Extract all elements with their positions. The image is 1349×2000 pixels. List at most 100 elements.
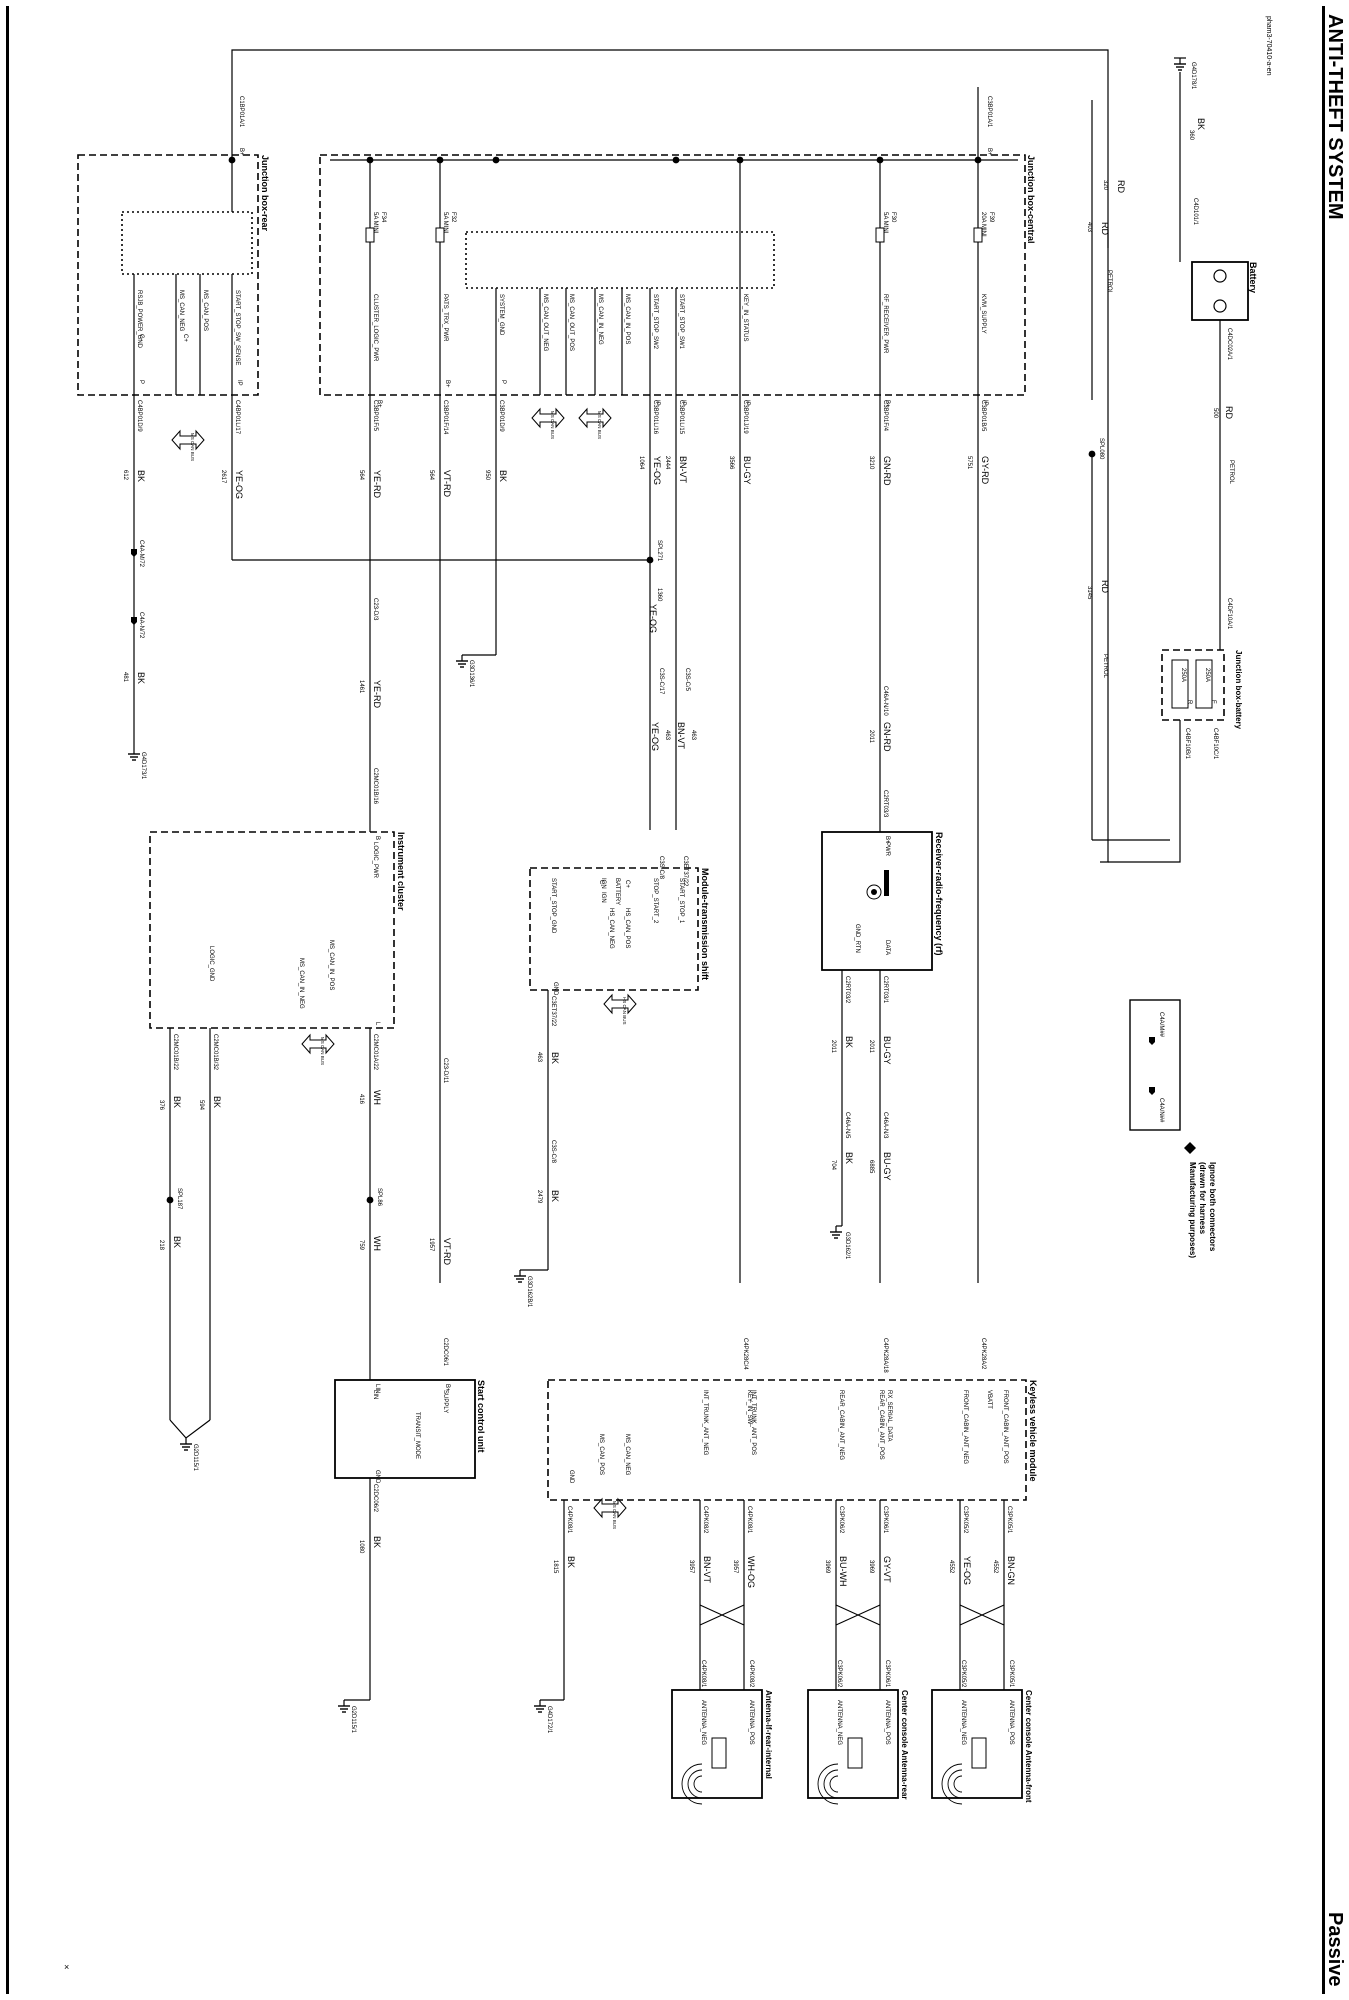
component-cluster-name: Instrument cluster [396, 832, 406, 911]
circuit-564-ye: 564 [358, 470, 364, 481]
ground-label-g4d172: G4D172/1 [546, 1706, 552, 1734]
conn-c3sc8: C3S-C/8 [550, 1140, 556, 1164]
jbc-out-circuit-2: 3566 [728, 456, 734, 470]
jbr-bplus-dot [228, 156, 236, 164]
receiver-antenna-dot [871, 889, 877, 895]
conn-c4bf10c: C4BF10C/1 [1212, 728, 1218, 760]
kvm-pin-2: VBATT [986, 1390, 992, 1409]
component-jbc-name: Junction box-central [1026, 155, 1036, 244]
can-arrow-jbc-in-label: MS CAN BUS [597, 411, 602, 439]
circuit-1815: 1815 [552, 1560, 558, 1574]
conn-c3bp01f5: C3BP01F/5 [372, 400, 378, 432]
conn-c3bp01f14: C3BP01F/14 [442, 400, 448, 435]
conn-c2rt033: C2RT03/3 [882, 790, 888, 818]
component-keyless-name: Keyless vehicle module [1028, 1380, 1038, 1482]
color-416: WH [372, 1090, 382, 1105]
pin-ip-keyin: IP [744, 400, 750, 406]
page-title: ANTI-THEFT SYSTEM [1324, 14, 1346, 220]
jbc-pin-label-0: KVM_SUPPLY [980, 294, 986, 334]
pin-ip-ss2: IP [654, 400, 660, 406]
circuit-594: 594 [198, 1100, 204, 1111]
ground-label-g3d162b: G3D162B/1 [526, 1276, 532, 1308]
antenna-conn-5: C4PK08/2 [702, 1506, 708, 1534]
conn-c3et3718: C3S-C/8 [658, 856, 664, 880]
startctrl-pin-lin: LIN [372, 1390, 378, 1399]
fuse-f39-id: F39 [988, 212, 994, 223]
antenna-color-0: BN-GN [1006, 1556, 1016, 1585]
pin-cplus-jbr: C+ [182, 334, 188, 342]
legend-text-left: C4A/M## [1158, 1012, 1164, 1038]
fuse-f34-rating: 5A MINI [372, 212, 378, 234]
antenna-circuit-3: 3969 [824, 1560, 830, 1574]
can-arrow-keyless-label: MS CAN BUS [612, 1501, 617, 1529]
circuit-2617: 2617 [220, 470, 226, 484]
pin-bplus-rf: B+ [884, 400, 890, 408]
circuit-759: 759 [358, 1240, 364, 1251]
color-6885: BU-GY [882, 1152, 892, 1181]
antenna-internal-wave-1 [687, 1769, 703, 1799]
fuse-f-id: F [1210, 700, 1216, 704]
right-border-bar [1322, 6, 1325, 1994]
wire-circuit-403: 403 [1086, 222, 1092, 233]
antenna-rear-wave-2 [817, 1763, 839, 1805]
jbc-bus-dot-0 [974, 156, 982, 164]
can-arrow-jbr-label: MS CAN BUS [190, 433, 195, 461]
startctrl-pin-transit: TRANSIT_MODE [414, 1412, 420, 1459]
antenna-color-1: YE-OG [962, 1556, 972, 1585]
jbc-out-color-4: YE-OG [652, 456, 662, 485]
component-jbr-name: Junction box-rear [260, 155, 270, 232]
antenna-front-wave-2 [941, 1763, 963, 1805]
jbc-out-circuit-1: 3210 [868, 456, 874, 470]
splice-label-spl271: SPL271 [656, 540, 662, 562]
circuit-564-vt: 564 [428, 470, 434, 481]
antenna-conn-2: C3PK06/1 [882, 1506, 888, 1534]
cluster-pin-mscaninpos: MS_CAN_IN_POS [328, 940, 334, 990]
antenna-rear-title: Center console Antenna-rear [900, 1690, 909, 1800]
jbc-out-color-1: GN-RD [882, 456, 892, 486]
component-receiver-name: Receiver-radio-frequency (rf) [934, 832, 944, 956]
jbc-out-color-2: BU-GY [742, 456, 752, 485]
footer-mark: × [64, 1962, 70, 1972]
antenna-internal-conn-1: C4PK08/2 [748, 1660, 754, 1688]
jbc-pin-label-2: KEY_IN_STATUS [742, 294, 748, 341]
color-463-yeog: YE-OG [650, 722, 660, 751]
antenna-internal-pin-neg: ANTENNA_NEG [700, 1700, 706, 1745]
antenna-rear-wave-1 [823, 1769, 839, 1799]
junction-box-rear-box [77, 154, 259, 396]
kvm-pin-8: KEY_IN_SW [746, 1390, 752, 1425]
pin-bplus-cluster: B+ [376, 400, 382, 408]
pin-ip-ss1: IP [680, 400, 686, 406]
antenna-conn-1: C3PK05/2 [962, 1506, 968, 1534]
conn-c4pk28c5: C4PK28A/2 [980, 1338, 986, 1370]
splice-label-spl86: SPL86 [376, 1188, 382, 1207]
antenna-rear-conn-2: C3PK06/2 [836, 1660, 842, 1688]
antenna-conn-3: C3PK06/2 [838, 1506, 844, 1534]
conn-c23d3: C23-D/3 [372, 598, 378, 621]
jbc-inner-module [465, 231, 775, 289]
shift-module-box [529, 867, 699, 991]
can-arrow-shift-label: HS CAN BUS [622, 997, 627, 1025]
wire-color-403: RD [1100, 222, 1110, 235]
jbc-out-conn-1: C3BP01F/4 [882, 400, 888, 432]
jbc-pin-label-1: RF_RECEIVER_PWR [882, 294, 888, 354]
antenna-internal-coil [711, 1737, 727, 1769]
petrol-label-3: PETROL [1102, 654, 1108, 679]
wire-color-360: BK [1196, 118, 1206, 130]
conn-c46an10: C46A-N/10 [882, 686, 888, 716]
antenna-circuit-1: 4552 [948, 1560, 954, 1574]
conn-c46an3: C46A-N/3 [882, 1112, 888, 1139]
wire-color-3145: RD [1100, 580, 1110, 593]
antenna-internal-pin-pos: ANTENNA_POS [748, 1700, 754, 1745]
antenna-color-5: BN-VT [702, 1556, 712, 1584]
conn-c3et377: C3ET37/22 [682, 856, 688, 887]
jbc-out-conn-0: C3BP01B/5 [980, 400, 986, 432]
cluster-pin-logicgnd: LOGIC_GND [208, 946, 214, 982]
jbr-inner-module [121, 211, 253, 275]
wire-circuit-3145: 3145 [1086, 586, 1092, 600]
ground-label-g4d178: G4D178/1 [1190, 62, 1196, 90]
fuse-f30-rating: 5A MINI [882, 212, 888, 234]
can-arrow-jbr [171, 429, 205, 451]
battery-terminal-neg [1213, 269, 1227, 283]
start-control-box [334, 1379, 476, 1479]
